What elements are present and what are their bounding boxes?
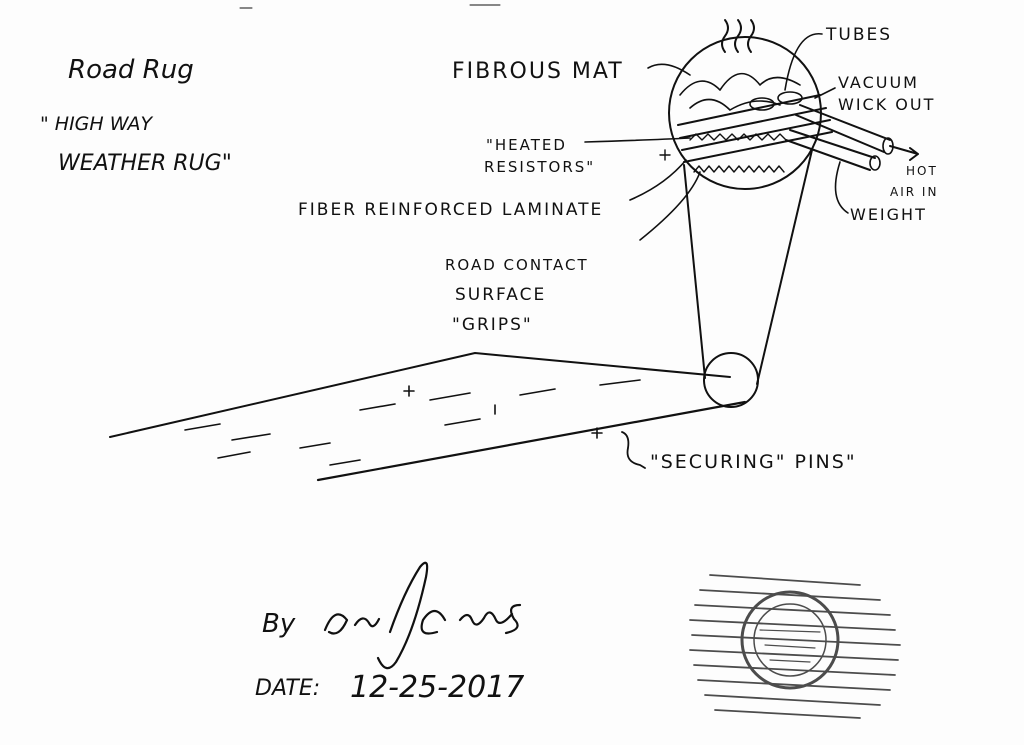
signature-by: By	[262, 609, 296, 639]
vacuum-arrow	[889, 145, 919, 161]
label-tubes: TUBES	[825, 25, 892, 45]
subtitle-highway: " HIGH WAY	[40, 113, 154, 135]
tube-oval-2	[777, 91, 803, 105]
label-resistors: RESISTORS"	[484, 158, 595, 176]
leader-fibrous-mat	[647, 63, 691, 76]
rug-near-edge	[316, 400, 747, 482]
pipes	[785, 104, 919, 171]
leader-heated-resistors	[584, 137, 691, 143]
hot-air-pipe-end	[869, 155, 881, 171]
heat-waves	[721, 19, 755, 53]
label-weight: WEIGHT	[850, 205, 927, 224]
date-label: DATE:	[255, 676, 320, 701]
subtitle-weather-rug: WEATHER RUG"	[58, 151, 232, 176]
magnify-cone-lines	[683, 149, 813, 385]
notary-stamp	[689, 574, 901, 719]
scan-marks	[239, 4, 501, 9]
resistor-zigzag	[689, 133, 787, 141]
label-grips: "GRIPS"	[452, 315, 533, 335]
label-vacuum: VACUUM	[838, 73, 919, 92]
leader-securing-pins	[621, 431, 646, 469]
label-heated: "HEATED	[486, 136, 567, 154]
label-surface: SURFACE	[455, 285, 546, 305]
grip-teeth	[693, 165, 785, 173]
leader-tubes	[784, 33, 823, 91]
label-air-in: AIR IN	[890, 185, 938, 199]
title-road-rug: Road Rug	[68, 55, 194, 85]
label-hot: HOT	[906, 164, 938, 178]
plus-mark	[659, 149, 671, 161]
tube-oval-1	[749, 97, 775, 111]
label-securing-pins: "SECURING" PINS"	[650, 451, 857, 473]
fibrous-mat-scribble	[679, 72, 801, 111]
leader-road-contact	[639, 171, 701, 241]
label-fibrous-mat: FIBROUS MAT	[452, 59, 624, 84]
magnified-cross-section	[668, 19, 833, 190]
rug-pin-marks	[403, 385, 603, 439]
leader-fiber-laminate	[629, 159, 687, 201]
rug-texture-dashes	[184, 379, 641, 466]
signature-scribble	[323, 561, 522, 670]
label-wick-out: WICK OUT	[838, 95, 935, 114]
leader-vacuum	[814, 87, 836, 99]
vacuum-pipe	[795, 104, 891, 153]
detail-callout-circle	[703, 352, 759, 408]
date-value: 12-25-2017	[350, 670, 524, 705]
label-fiber-laminate: FIBER REINFORCED LAMINATE	[298, 200, 603, 220]
label-road-contact: ROAD CONTACT	[445, 256, 589, 274]
rug-far-edge	[109, 352, 731, 438]
hot-air-pipe	[785, 129, 876, 171]
leader-weight	[834, 161, 849, 214]
laminate-layers	[677, 94, 833, 163]
road-rug-shape	[109, 352, 747, 482]
